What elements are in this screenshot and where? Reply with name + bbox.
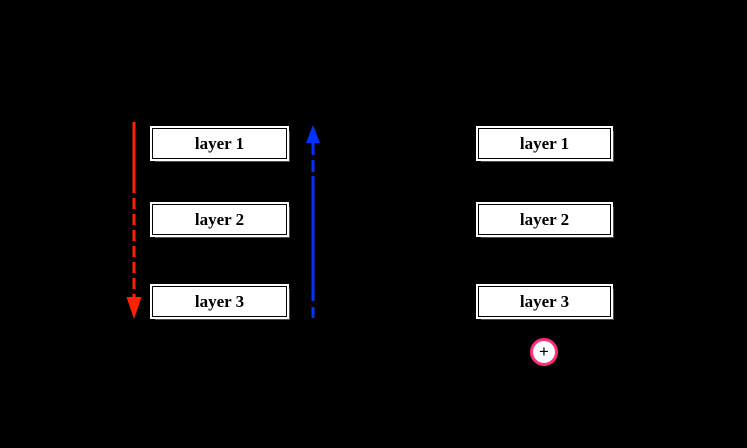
backward-arrow-icon	[126, 122, 142, 319]
sum-node: +	[530, 338, 558, 366]
layer-box: layer 3	[478, 286, 611, 317]
layer-box: layer 2	[478, 204, 611, 235]
plus-icon: +	[539, 341, 549, 361]
forward-arrow-icon	[306, 125, 320, 318]
layer-box: layer 3	[152, 286, 287, 317]
layer-box: layer 1	[478, 128, 611, 159]
layer-box: layer 2	[152, 204, 287, 235]
layer-box: layer 1	[152, 128, 287, 159]
